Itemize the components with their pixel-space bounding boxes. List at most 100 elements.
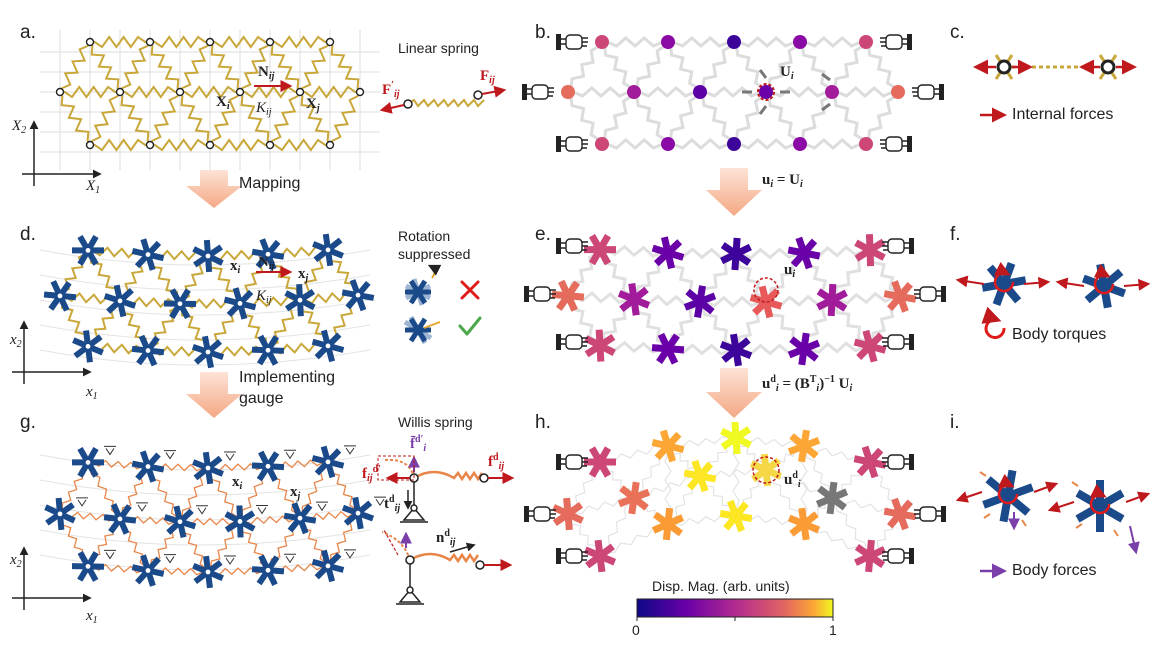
lattice-node xyxy=(55,87,65,97)
hand-clamp-palm xyxy=(565,454,583,470)
label-u-i-b: Ui xyxy=(780,64,794,82)
rigid-body-center xyxy=(354,509,362,517)
hand-clamp-fingers xyxy=(880,139,907,149)
rigid-body-center xyxy=(296,296,304,304)
hand-clamp-cuff xyxy=(556,136,561,152)
hand-clamp-palm xyxy=(887,334,905,350)
internal-force-arrow xyxy=(1125,491,1151,503)
hand-clamp-palm xyxy=(565,136,583,152)
lattice-spring xyxy=(566,91,604,145)
rigid-body-arm xyxy=(1075,489,1125,523)
panel-c-internal-force-diagram xyxy=(973,54,1137,80)
label-x-i-g: xi xyxy=(232,474,243,492)
rigid-body-center xyxy=(204,568,212,576)
rigid-body xyxy=(584,329,616,362)
linear-spring xyxy=(179,91,211,146)
hand-clamp-palm xyxy=(533,506,551,522)
rigid-body xyxy=(720,237,752,271)
hand-clamp-fingers xyxy=(561,551,588,561)
lattice-spring xyxy=(632,91,670,145)
displacement-node xyxy=(595,35,609,49)
linear-spring xyxy=(150,35,210,49)
panel-label-f: f. xyxy=(950,224,961,245)
hand-clamp-cuff xyxy=(556,34,561,50)
lattice-spring xyxy=(634,86,700,98)
linear-spring xyxy=(270,138,330,152)
ground-support-icon xyxy=(284,449,296,460)
hand-clamp-cuff xyxy=(556,334,561,350)
lattice-node xyxy=(175,87,185,97)
axis-label-X1: X1 xyxy=(86,178,101,196)
torque-arrow xyxy=(997,473,1019,505)
lattice-spring xyxy=(600,41,636,93)
panel-d-rigid-bodies xyxy=(43,233,375,369)
label-u-i-d-h: udi xyxy=(784,470,801,490)
colorbar-gradient xyxy=(636,598,834,618)
rigid-body-center xyxy=(354,291,362,299)
lattice-spring xyxy=(800,138,866,150)
lattice-node xyxy=(235,87,245,97)
colorbar-max: 1 xyxy=(829,622,837,638)
rigid-body xyxy=(719,333,753,367)
internal-force-arrow xyxy=(1123,278,1151,291)
hand-clamp-palm xyxy=(531,84,549,100)
lattice-spring xyxy=(700,86,766,98)
hand-clamp-icon xyxy=(882,454,914,470)
label-k-ij: Kij xyxy=(256,100,272,118)
rigid-body-center xyxy=(144,250,152,259)
linear-spring xyxy=(299,41,331,93)
panel-h-lattice xyxy=(567,435,901,557)
rigid-body-arm xyxy=(999,469,1017,523)
rigid-body xyxy=(853,329,887,363)
label-n-ij: Nij xyxy=(258,64,275,82)
lattice-node xyxy=(325,37,335,47)
lattice-node xyxy=(85,37,95,47)
equation-u-equals-U: ui = Ui xyxy=(762,172,803,190)
rigid-body-arm xyxy=(654,431,682,461)
rigid-body xyxy=(683,285,717,318)
hand-clamp-fingers xyxy=(882,337,909,347)
label-x-j: Xj xyxy=(306,96,320,114)
rigid-body-arm xyxy=(720,426,752,450)
hand-clamp-icon xyxy=(522,84,554,100)
linear-spring xyxy=(89,41,121,93)
linear-spring xyxy=(269,91,301,146)
rigid-body-center xyxy=(264,566,272,574)
hand-clamp-fingers xyxy=(529,289,556,299)
torque-arrow xyxy=(1093,263,1115,295)
rigid-body xyxy=(617,481,651,515)
displacement-node xyxy=(595,137,609,151)
rigid-body-arm xyxy=(585,543,615,569)
rotation-allowed-icon xyxy=(404,264,442,306)
hand-clamp-cuff xyxy=(907,136,912,152)
linear-spring xyxy=(120,85,180,99)
rigid-body-arm xyxy=(617,488,651,508)
lattice-spring xyxy=(668,36,734,48)
lattice-spring xyxy=(766,86,832,98)
displacement-node xyxy=(561,85,575,99)
lattice-node xyxy=(295,87,305,97)
hand-clamp-palm xyxy=(887,548,905,564)
axis-label-x2-g: x2 xyxy=(10,552,22,570)
spring-node-right xyxy=(473,90,483,100)
linear-spring xyxy=(299,91,331,146)
rigid-body-arm xyxy=(555,280,581,311)
displacement-node xyxy=(793,35,807,49)
rigid-body-center xyxy=(116,297,124,305)
rigid-body-center xyxy=(56,510,64,518)
linear-spring xyxy=(209,41,241,93)
rigid-body-center xyxy=(116,515,124,523)
hand-clamp-icon xyxy=(882,334,914,350)
label-t-ij-d: tdij xyxy=(384,494,401,514)
label-x-i: Xi xyxy=(216,94,230,112)
rigid-body-arm xyxy=(721,337,751,363)
label-u-i-e: ui xyxy=(784,262,796,280)
rigid-body-arm xyxy=(686,461,714,491)
torque-arrow xyxy=(993,261,1015,293)
hand-clamp-icon xyxy=(882,548,914,564)
linear-spring xyxy=(59,41,91,93)
ground-support-icon xyxy=(196,505,208,515)
lattice-spring xyxy=(734,36,800,48)
ground-support-icon xyxy=(224,451,236,461)
